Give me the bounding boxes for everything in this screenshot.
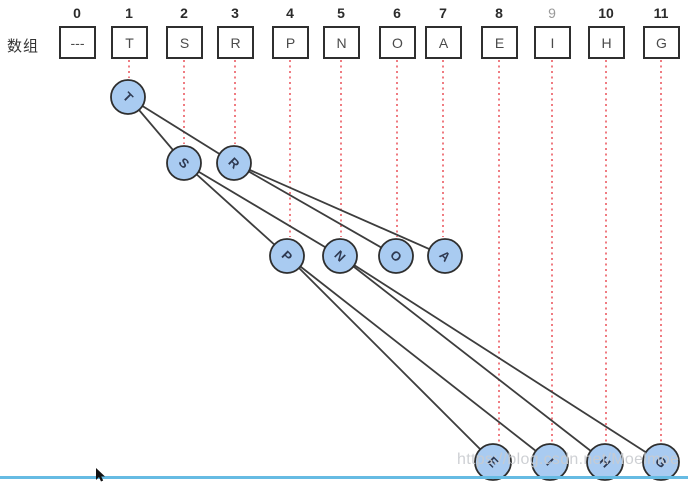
array-index-label: 5: [337, 5, 345, 21]
tree-node-circle-H: [586, 443, 624, 481]
array-index-label: 8: [495, 5, 503, 21]
tree-edge-N-G: [339, 255, 662, 463]
array-cell: A: [425, 26, 462, 59]
array-index-label: 11: [653, 5, 669, 21]
array-index-label: 6: [393, 5, 401, 21]
array-cell: E: [481, 26, 518, 59]
array-cell-value: A: [438, 34, 449, 51]
tree-node-circle-S: [166, 145, 202, 181]
tree-node-circle-R: [216, 145, 252, 181]
array-cell-value: ---: [70, 34, 85, 51]
array-index-label: 1: [125, 5, 133, 21]
tree-node-circle-E: [474, 443, 512, 481]
array-index-label: 10: [598, 5, 614, 21]
tree-edge-P-E: [286, 255, 494, 463]
array-cell: ---: [59, 26, 96, 59]
array-cell-value: P: [285, 34, 296, 51]
array-cell-value: E: [494, 34, 505, 51]
array-cell-value: S: [179, 34, 190, 51]
array-cell: O: [379, 26, 416, 59]
tree-edge-S-N: [183, 162, 341, 257]
array-index-label: 9: [548, 5, 556, 21]
tree-node-circle-G: [642, 443, 680, 481]
tree-edge-R-A: [233, 162, 446, 257]
array-cell-value: H: [601, 34, 612, 51]
array-cell-value: R: [230, 34, 241, 51]
tree-edge-R-O: [233, 162, 397, 257]
array-cell-value: N: [336, 34, 347, 51]
mouse-cursor: [96, 468, 105, 482]
tree-node-circle-A: [427, 238, 463, 274]
tree-node-circle-N: [322, 238, 358, 274]
watermark-text: https://blog.csdn.net/Moelmoe: [457, 451, 680, 468]
array-index-label: 7: [439, 5, 447, 21]
tree-edge-P-I: [286, 255, 551, 463]
array-index-label: 4: [286, 5, 294, 21]
array-cell: H: [588, 26, 625, 59]
array-cell: I: [534, 26, 571, 59]
tree-node-circle-I: [531, 443, 569, 481]
bottom-divider-line: [0, 476, 688, 479]
tree-edge-T-R: [127, 96, 235, 164]
tree-edge-N-H: [339, 255, 606, 463]
array-label: 数组: [7, 38, 40, 55]
array-cell: N: [323, 26, 360, 59]
tree-node-circle-O: [378, 238, 414, 274]
tree-edge-S-P: [183, 162, 288, 257]
array-cell: R: [217, 26, 254, 59]
tree-node-circle-P: [269, 238, 305, 274]
array-index-label: 3: [231, 5, 239, 21]
array-cell: S: [166, 26, 203, 59]
array-cell-value: O: [392, 34, 403, 51]
array-cell-value: G: [656, 34, 667, 51]
tree-node-circle-T: [110, 79, 146, 115]
array-cell-value: I: [550, 34, 555, 51]
array-index-label: 0: [73, 5, 81, 21]
array-cell: G: [643, 26, 680, 59]
mouse-cursor-shape: [96, 468, 105, 482]
array-cell: T: [111, 26, 148, 59]
array-index-label: 2: [180, 5, 188, 21]
array-cell-value: T: [125, 34, 134, 51]
array-cell: P: [272, 26, 309, 59]
